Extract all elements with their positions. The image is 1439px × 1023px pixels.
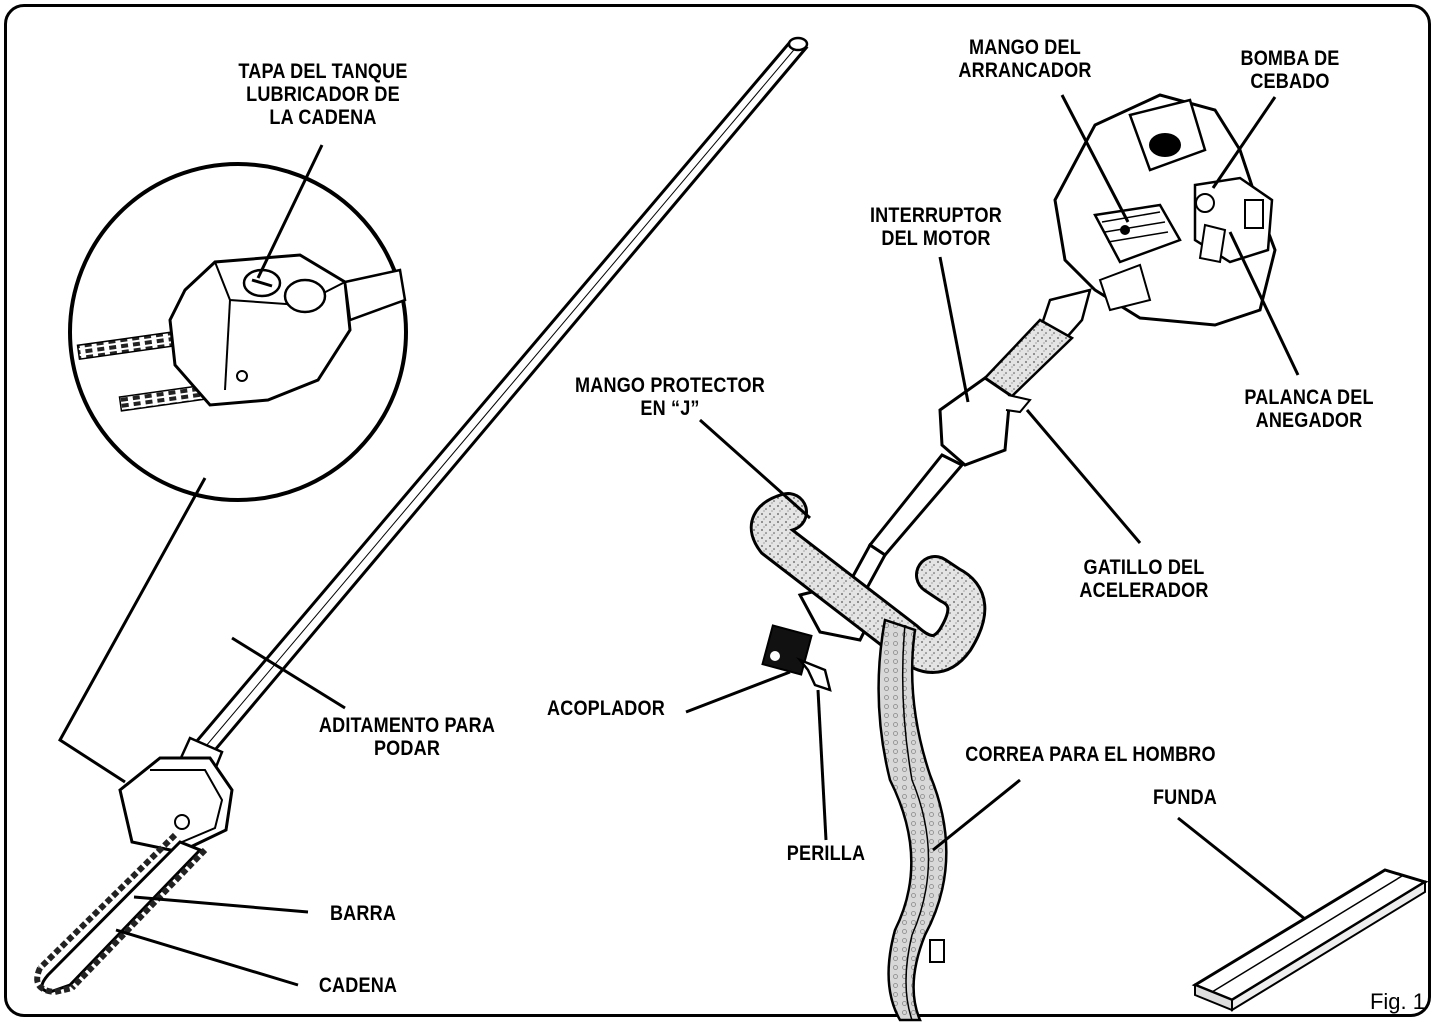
label-knob: PERILLA bbox=[774, 842, 877, 865]
label-primer-bulb: BOMBA DE CEBADO bbox=[1221, 47, 1359, 93]
label-engine-switch: INTERRUPTOR DEL MOTOR bbox=[859, 204, 1014, 250]
label-starter-handle: MANGO DEL ARRANCADOR bbox=[948, 36, 1103, 82]
label-choke-lever: PALANCA DEL ANEGADOR bbox=[1229, 386, 1389, 432]
label-j-handle: MANGO PROTECTOR EN “J” bbox=[563, 374, 778, 420]
pole-saw-attachment bbox=[37, 38, 807, 992]
label-pruner-attachment: ADITAMENTO PARA PODAR bbox=[300, 714, 513, 760]
label-shoulder-strap: CORREA PARA EL HOMBRO bbox=[951, 743, 1231, 766]
label-bar: BARRA bbox=[317, 902, 408, 925]
label-throttle-trigger: GATILLO DEL ACELERADOR bbox=[1058, 556, 1230, 602]
label-chain: CADENA bbox=[308, 974, 408, 997]
detail-inset bbox=[70, 164, 406, 500]
figure-label: Fig. 1 bbox=[1370, 989, 1425, 1015]
label-coupler: ACOPLADOR bbox=[539, 697, 673, 720]
label-sheath: FUNDA bbox=[1138, 786, 1233, 809]
shoulder-strap bbox=[879, 620, 947, 1020]
label-chain-oil-tank-cap: TAPA DEL TANQUE LUBRICADOR DE LA CADENA bbox=[224, 60, 422, 129]
